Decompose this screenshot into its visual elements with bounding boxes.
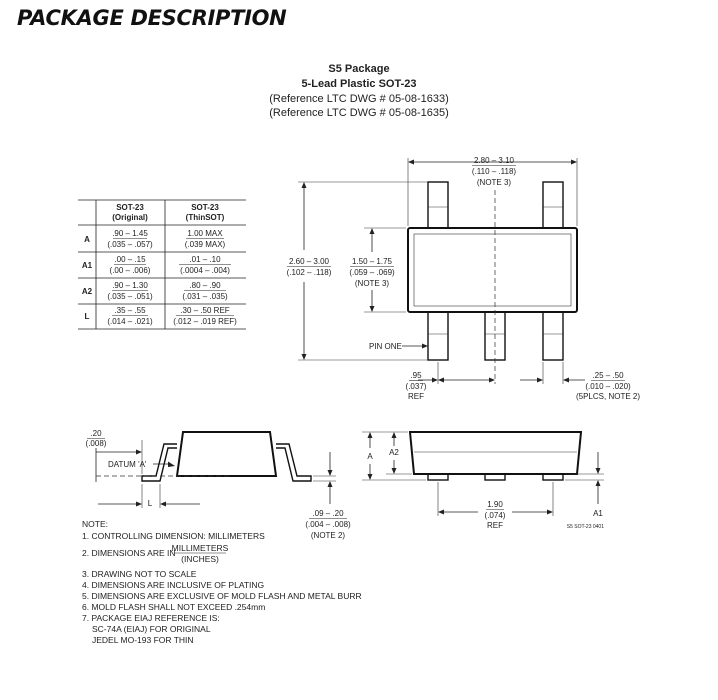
l-label: L: [148, 499, 153, 508]
table-row-label: A: [84, 235, 90, 244]
pitch-mm: .95: [410, 371, 422, 380]
table-cell: (.039 MAX): [185, 240, 226, 249]
note-5: 5. DIMENSIONS ARE EXCLUSIVE OF MOLD FLAS…: [82, 591, 362, 601]
lead-width-in: (.010 – .020): [585, 382, 631, 391]
table-header-thin-2: (ThinSOT): [186, 213, 225, 222]
table-header-original-1: SOT-23: [116, 203, 144, 212]
span-mm: 1.90: [487, 500, 503, 509]
table-row-label: L: [85, 312, 90, 321]
note-2-num: MILLIMETERS: [172, 543, 229, 553]
notes: NOTE: 1. CONTROLLING DIMENSION: MILLIMET…: [82, 519, 362, 645]
package-name: S5 Package: [328, 63, 389, 75]
pitch-ref: REF: [408, 392, 424, 401]
table-cell: .35 – .55: [114, 306, 146, 315]
lead-width-mm: .25 – .50: [592, 371, 624, 380]
end-view: A A2 A1 1.90 (.074) REF S5 SOT-23 0401: [362, 431, 604, 531]
top-view: 2.80 – 3.10 (.110 – .118) (NOTE 3) 2.60 …: [287, 156, 641, 401]
flat-mm: .20: [90, 429, 102, 438]
thickness-note: (NOTE 2): [311, 531, 346, 540]
note-6: 6. MOLD FLASH SHALL NOT EXCEED .254mm: [82, 602, 265, 612]
note-3: 3. DRAWING NOT TO SCALE: [82, 569, 197, 579]
package-body-end: [408, 431, 583, 475]
lead-left-side: [141, 443, 177, 482]
table-cell: (.012 – .019 REF): [173, 317, 237, 326]
lead-width-note: (5PLCS, NOTE 2): [576, 392, 640, 401]
package-header: S5 Package 5-Lead Plastic SOT-23 (Refere…: [269, 63, 449, 119]
table-cell: .00 – .15: [114, 255, 146, 264]
reference-1: (Reference LTC DWG # 05-08-1633): [269, 93, 449, 105]
a-label: A: [367, 452, 373, 461]
lead-bottom-right: [542, 309, 564, 361]
height-in: (.102 – .118): [287, 268, 332, 277]
body-mm: 1.50 – 1.75: [352, 257, 393, 266]
table-header-original-2: (Original): [112, 213, 148, 222]
note-7a: SC-74A (EIAJ) FOR ORIGINAL: [92, 624, 211, 634]
table-row-label: A2: [82, 287, 93, 296]
width-note: (NOTE 3): [477, 178, 512, 187]
a2-label: A2: [389, 448, 399, 457]
table-cell: .01 – .10: [189, 255, 221, 264]
note-7: 7. PACKAGE EIAJ REFERENCE IS:: [82, 613, 220, 623]
package-body-top: [407, 227, 578, 313]
table-cell: .30 – .50 REF: [180, 306, 229, 315]
table-cell: (.014 – .021): [107, 317, 153, 326]
table-cell: .80 – .90: [189, 281, 221, 290]
note-1: 1. CONTROLLING DIMENSION: MILLIMETERS: [82, 531, 265, 541]
table-cell: (.035 – .057): [107, 240, 153, 249]
lead-top-right: [542, 181, 564, 231]
table-cell: .90 – 1.45: [112, 229, 148, 238]
pitch-in: (.037): [406, 382, 427, 391]
note-4: 4. DIMENSIONS ARE INCLUSIVE OF PLATING: [82, 580, 264, 590]
lead-bottom-left: [427, 309, 449, 361]
lead-right-side: [276, 443, 312, 482]
height-mm: 2.60 – 3.00: [289, 257, 330, 266]
span-in: (.074): [485, 511, 506, 520]
body-note: (NOTE 3): [355, 279, 390, 288]
lead-top-left: [427, 181, 449, 231]
table-cell: 1.00 MAX: [187, 229, 223, 238]
table-row-label: A1: [82, 261, 93, 270]
width-in: (.110 – .118): [472, 167, 517, 176]
thickness-mm: .09 – .20: [312, 509, 344, 518]
dimension-table: SOT-23 (Original) SOT-23 (ThinSOT) A .90…: [78, 199, 246, 330]
reference-2: (Reference LTC DWG # 05-08-1635): [269, 107, 449, 119]
body-in: (.059 – .069): [349, 268, 395, 277]
table-cell: (.0004 – .004): [180, 266, 230, 275]
package-body-side: [175, 431, 278, 477]
table-cell: (.00 – .006): [110, 266, 151, 275]
package-type: 5-Lead Plastic SOT-23: [302, 78, 417, 90]
table-cell: (.031 – .035): [182, 292, 228, 301]
side-view: DATUM 'A' .20 (.008) L .09 – .20 (.004 –…: [86, 429, 351, 540]
pin-one-label: PIN ONE: [369, 342, 402, 351]
table-cell: (.035 – .051): [107, 292, 153, 301]
width-mm: 2.80 – 3.10: [474, 156, 515, 165]
notes-heading: NOTE:: [82, 519, 108, 529]
thickness-in: (.004 – .008): [305, 520, 351, 529]
a1-label: A1: [593, 509, 603, 518]
note-2-prefix: 2. DIMENSIONS ARE IN: [82, 548, 176, 558]
note-7b: JEDEL MO-193 FOR THIN: [92, 635, 194, 645]
drawing-id: S5 SOT-23 0401: [567, 524, 604, 530]
flat-in: (.008): [86, 439, 107, 448]
table-cell: .90 – 1.30: [112, 281, 148, 290]
span-ref: REF: [487, 521, 503, 530]
note-2-den: (INCHES): [181, 554, 219, 564]
table-header-thin-1: SOT-23: [191, 203, 219, 212]
page-title: PACKAGE DESCRIPTION: [17, 6, 287, 30]
datum-label: DATUM 'A': [108, 460, 147, 469]
